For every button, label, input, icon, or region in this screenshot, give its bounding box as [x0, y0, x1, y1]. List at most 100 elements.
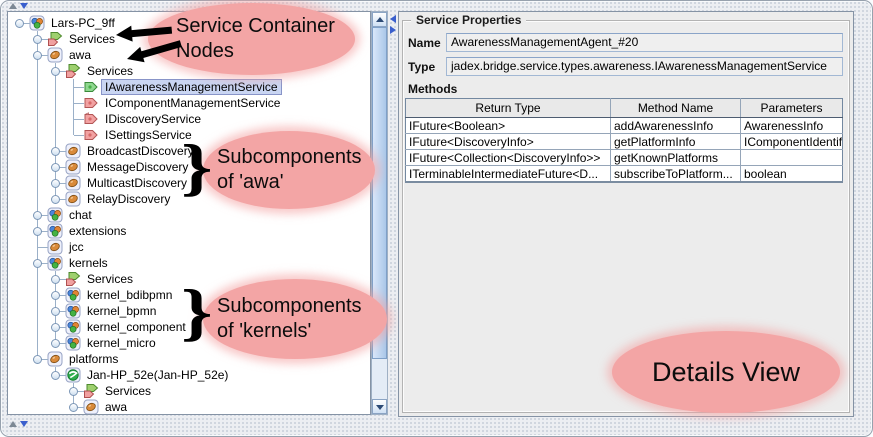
method-row[interactable]: IFuture<Collection<DiscoveryInfo>>getKno…: [405, 149, 843, 166]
tree-expand-handle[interactable]: [51, 339, 60, 348]
tree-expand-handle[interactable]: [51, 323, 60, 332]
tree-node[interactable]: MulticastDiscovery: [11, 175, 370, 191]
tree-indent: [11, 223, 29, 239]
component-bean-icon: [65, 191, 81, 207]
tree-expand-handle[interactable]: [33, 35, 42, 44]
tree-node-label: Services: [105, 384, 152, 398]
collapse-down-icon[interactable]: [20, 421, 28, 427]
tree-expand-handle[interactable]: [51, 291, 60, 300]
scroll-down-button[interactable]: [372, 399, 387, 414]
tree-node[interactable]: Jan-HP_52e(Jan-HP_52e): [11, 367, 370, 383]
tree-node[interactable]: awa: [11, 399, 370, 414]
tree-expand-handle[interactable]: [33, 211, 42, 220]
method-row[interactable]: ITerminableIntermediateFuture<D...subscr…: [405, 165, 843, 183]
tree-expand-handle[interactable]: [51, 67, 60, 76]
tree-node[interactable]: jcc: [11, 239, 370, 255]
tree-expand-handle[interactable]: [51, 371, 60, 380]
bottom-split-divider[interactable]: [6, 420, 865, 429]
collapse-down-icon[interactable]: [20, 3, 28, 9]
tree-node[interactable]: ISettingsService: [11, 127, 370, 143]
vertical-split-divider[interactable]: [389, 11, 398, 415]
tree-expand-handle[interactable]: [51, 307, 60, 316]
scrollbar-thumb[interactable]: [372, 27, 387, 359]
tree-node[interactable]: kernel_bdibpmn: [11, 287, 370, 303]
tree-indent: [47, 111, 65, 127]
tree-node[interactable]: kernel_bpmn: [11, 303, 370, 319]
column-header[interactable]: Parameters: [740, 98, 843, 118]
method-cell[interactable]: IFuture<Collection<DiscoveryInfo>>: [405, 149, 611, 166]
tree-expand-handle[interactable]: [69, 403, 78, 412]
method-cell[interactable]: [740, 149, 843, 166]
tree-node[interactable]: kernel_micro: [11, 335, 370, 351]
tree-indent: [11, 31, 29, 47]
tree-expand-handle[interactable]: [51, 195, 60, 204]
tree-node[interactable]: IAwarenessManagementService: [11, 79, 370, 95]
tree-expand-handle[interactable]: [51, 275, 60, 284]
top-split-divider[interactable]: [6, 2, 865, 11]
type-field[interactable]: jadex.bridge.service.types.awareness.IAw…: [446, 57, 843, 76]
annotation-service-container-nodes: Service Container Nodes: [148, 3, 355, 75]
tree-indent: [11, 271, 29, 287]
method-cell[interactable]: getPlatformInfo: [610, 133, 741, 150]
tree-indent: [29, 111, 47, 127]
tree-expand-handle[interactable]: [33, 51, 42, 60]
collapse-up-icon[interactable]: [9, 3, 17, 9]
tree-expand-handle[interactable]: [33, 259, 42, 268]
tree-connector: [29, 31, 48, 47]
tree-node[interactable]: kernel_component: [11, 319, 370, 335]
column-header[interactable]: Return Type: [405, 98, 611, 118]
tree-node[interactable]: Services: [11, 271, 370, 287]
tree-node[interactable]: BroadcastDiscovery: [11, 143, 370, 159]
tree-expand-handle[interactable]: [33, 227, 42, 236]
tree-node[interactable]: kernels: [11, 255, 370, 271]
tree-node[interactable]: chat: [11, 207, 370, 223]
tree-node[interactable]: awa: [11, 47, 370, 63]
method-cell[interactable]: boolean: [740, 165, 843, 183]
tree-node[interactable]: Services: [11, 383, 370, 399]
tree-node[interactable]: IDiscoveryService: [11, 111, 370, 127]
tree-node-label: Services: [87, 64, 134, 78]
name-field[interactable]: AwarenessManagementAgent_#20: [446, 33, 843, 52]
tree-connector: [47, 271, 66, 287]
tree-indent: [11, 335, 29, 351]
method-cell[interactable]: ITerminableIntermediateFuture<D...: [405, 165, 611, 183]
panel-title: Service Properties: [411, 13, 527, 27]
tree-indent: [11, 79, 29, 95]
collapse-right-icon[interactable]: [390, 26, 396, 34]
tree-node[interactable]: IComponentManagementService: [11, 95, 370, 111]
service-red-folded-icon: [83, 111, 99, 127]
tree-vertical-scrollbar[interactable]: [371, 11, 388, 415]
tree-node[interactable]: Lars-PC_9ff: [11, 15, 370, 31]
tree-indent: [11, 255, 29, 271]
tree-node[interactable]: platforms: [11, 351, 370, 367]
tree-expand-handle[interactable]: [69, 387, 78, 396]
method-cell[interactable]: subscribeToPlatform...: [610, 165, 741, 183]
tree-expand-handle[interactable]: [51, 147, 60, 156]
tree-expand-handle[interactable]: [51, 179, 60, 188]
collapse-up-icon[interactable]: [9, 421, 17, 427]
tree-node[interactable]: RelayDiscovery: [11, 191, 370, 207]
column-header[interactable]: Method Name: [610, 98, 741, 118]
method-cell[interactable]: IComponentIdentifier: [740, 133, 843, 150]
tree-expand-handle[interactable]: [33, 355, 42, 364]
tree-node[interactable]: Services: [11, 31, 370, 47]
collapse-left-icon[interactable]: [390, 15, 396, 23]
tree-node[interactable]: MessageDiscovery: [11, 159, 370, 175]
method-cell[interactable]: getKnownPlatforms: [610, 149, 741, 166]
tree-indent: [29, 175, 47, 191]
tree-expand-handle[interactable]: [15, 19, 24, 28]
scroll-up-button[interactable]: [372, 12, 387, 27]
tree-indent: [29, 127, 47, 143]
tree-indent: [11, 383, 29, 399]
tree-node[interactable]: Services: [11, 63, 370, 79]
tree-node[interactable]: extensions: [11, 223, 370, 239]
method-cell[interactable]: IFuture<DiscoveryInfo>: [405, 133, 611, 150]
method-cell[interactable]: IFuture<Boolean>: [405, 117, 611, 134]
method-cell[interactable]: AwarenessInfo: [740, 117, 843, 134]
tree-expand-handle[interactable]: [51, 163, 60, 172]
method-cell[interactable]: addAwarenessInfo: [610, 117, 741, 134]
